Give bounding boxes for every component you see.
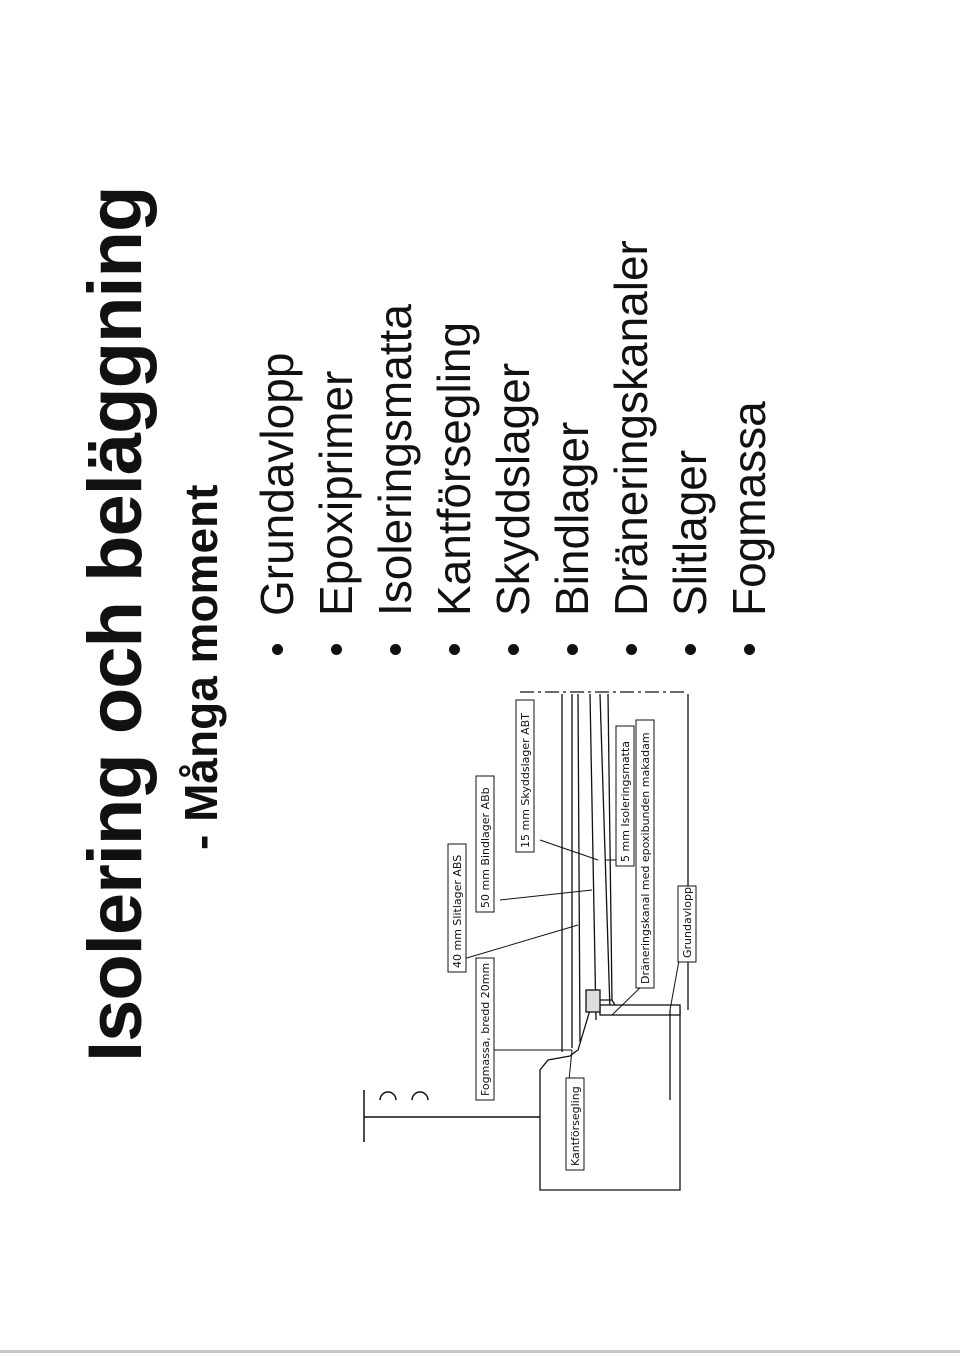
diagram-labels: 40 mm Slitlager ABS Fogmassa, bredd 20mm… <box>447 699 697 1171</box>
label-skyddslager-text: 15 mm Skyddslager ABT <box>519 713 532 848</box>
bullet-dot-icon <box>743 644 755 655</box>
bullet-text: Grundavlopp <box>251 352 303 616</box>
label-kantforsegling-text: Kantförsegling <box>569 1086 582 1166</box>
bottom-edge-line <box>0 1350 960 1353</box>
label-dranering-text: Dräneringskanal med epoxibunden makadam <box>639 732 652 984</box>
bullet-item: Dräneringskanaler <box>605 240 657 655</box>
bullet-dot-icon <box>330 644 342 655</box>
label-grundavlopp: Grundavlopp <box>677 885 697 963</box>
bullet-dot-icon <box>507 644 519 655</box>
bullet-dot-icon <box>625 644 637 655</box>
bullet-dot-icon <box>389 644 401 655</box>
label-isoleringsmatta: 5 mm Isoleringsmatta <box>615 725 635 867</box>
bullet-text: Bindlager <box>546 421 598 616</box>
bullet-text: Slitlager <box>664 449 716 616</box>
label-grundavlopp-text: Grundavlopp <box>681 887 694 958</box>
label-slitlager-text: 40 mm Slitlager ABS <box>451 855 464 968</box>
label-slitlager: 40 mm Slitlager ABS <box>447 843 467 973</box>
bullet-text: Fogmassa <box>723 401 775 616</box>
bullet-item: Isoleringsmatta <box>369 304 421 655</box>
bullet-dot-icon <box>448 644 460 655</box>
bullet-item: Kantförsegling <box>428 321 480 655</box>
bullet-dot-icon <box>271 644 283 655</box>
label-isoleringsmatta-text: 5 mm Isoleringsmatta <box>619 741 632 862</box>
bullet-text: Dräneringskanaler <box>605 240 657 616</box>
bullet-dot-icon <box>566 644 578 655</box>
bullet-text: Epoxiprimer <box>310 370 362 616</box>
label-fogmassa: Fogmassa, bredd 20mm <box>475 957 495 1101</box>
label-fogmassa-text: Fogmassa, bredd 20mm <box>479 963 492 1096</box>
bullet-text: Isoleringsmatta <box>369 304 421 616</box>
label-skyddslager: 15 mm Skyddslager ABT <box>515 699 535 853</box>
bullet-item: Grundavlopp <box>251 352 303 655</box>
bullet-item: Slitlager <box>664 449 716 655</box>
label-bindlager-text: 50 mm Bindlager ABb <box>479 787 492 908</box>
bullet-item: Skyddslager <box>487 362 539 655</box>
page-subtitle: - Många moment <box>175 484 227 850</box>
curb-symbol <box>363 1090 540 1142</box>
label-bindlager: 50 mm Bindlager ABb <box>475 775 495 913</box>
label-dranering: Dräneringskanal med epoxibunden makadam <box>635 719 655 989</box>
bullet-dot-icon <box>684 644 696 655</box>
page-title: Isolering och beläggning <box>73 186 158 1062</box>
bullet-item: Fogmassa <box>723 401 775 655</box>
bullet-text: Kantförsegling <box>428 321 480 616</box>
bullet-item: Bindlager <box>546 421 598 655</box>
bullet-text: Skyddslager <box>487 362 539 616</box>
cross-section-diagram: 40 mm Slitlager ABS Fogmassa, bredd 20mm… <box>363 691 697 1191</box>
label-kantforsegling: Kantförsegling <box>565 1077 585 1171</box>
bullet-item: Epoxiprimer <box>310 370 362 655</box>
structure-outline <box>520 691 689 1191</box>
